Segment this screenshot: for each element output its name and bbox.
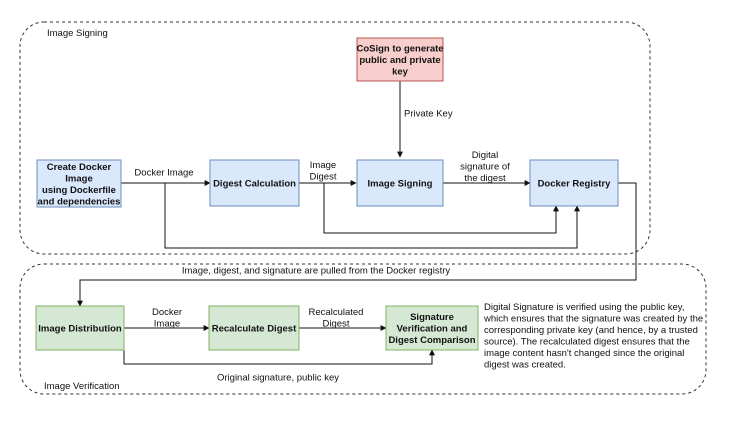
text-line: Signature [410,312,454,323]
text-line: Digest Calculation [213,179,296,190]
text-line: Docker Registry [538,179,612,190]
node-signing-box [356,159,444,207]
text-line: Image Distribution [38,324,122,335]
edge-digest-loop-to-registry [323,183,559,234]
text-line: Create Docker [47,162,112,173]
text-line: Image [154,318,180,329]
node-recalc-label: Recalculate Digest [212,324,297,335]
text-line: Recalculate Digest [212,324,297,335]
node-registry-box [529,159,619,207]
node-signing-label: Image Signing [368,179,433,190]
text-line: Digest Comparison [388,335,475,346]
text-line: Docker [152,307,182,318]
node-digest-label: Digest Calculation [213,179,296,190]
verification-note: Digital Signature is verified using the … [483,302,703,371]
text-line: source). The recalculated digest ensures… [484,337,690,348]
edge-registry-to-distribution [77,182,637,307]
edge-label-original-signature: Original signature, public key [217,373,339,384]
group-title-verification: Image Verification [44,381,120,392]
group-image-verification [19,263,707,395]
text-line: Digest [323,318,350,329]
text-line: Digest [310,171,337,182]
edge-distribution-loop-to-verify [123,338,435,365]
edge-label-private-key: Private Key [404,109,453,120]
edge-image-loop-to-registry [164,183,580,249]
text-line: public and private [359,55,440,66]
text-line: Verification and [397,324,468,335]
group-image-signing [19,21,651,255]
edge-label-pulled-from-registry: Image, digest, and signature are pulled … [182,266,450,277]
text-line: the digest [464,173,506,184]
text-line: Digital Signature is verified using the … [484,302,684,313]
node-digest-box [209,159,300,207]
text-line: Private Key [404,109,453,120]
text-line: corresponding private key (and hence, by… [484,325,698,336]
text-line: CoSign to generate [356,44,443,55]
text-line: Recalculated [309,307,364,318]
edge-label-docker-image: Docker Image [134,168,193,179]
text-line: Original signature, public key [217,373,339,384]
text-line: key [392,67,409,78]
node-cosign-box [356,37,444,82]
node-create-box [36,159,122,208]
node-verify-box [385,305,479,351]
text-line: Image Signing [368,179,433,190]
text-line: image content hasn't changed since the o… [484,348,684,359]
text-line: and dependencies [38,196,121,207]
node-distribution-label: Image Distribution [38,324,122,335]
text-line: Digital [472,150,498,161]
text-line: Docker Image [134,168,193,179]
text-line: using Dockerfile [42,185,116,196]
text-line: Image [65,173,92,184]
node-distribution-box [35,305,125,351]
text-line: Image [310,160,336,171]
text-line: signature of [460,162,510,173]
text-line: which ensures that the signature was cre… [483,314,703,325]
node-recalc-box [208,305,300,351]
group-title-signing: Image Signing [47,28,108,39]
text-line: Image, digest, and signature are pulled … [182,266,450,277]
text-line: digest was created. [484,360,566,371]
node-registry-label: Docker Registry [538,179,612,190]
